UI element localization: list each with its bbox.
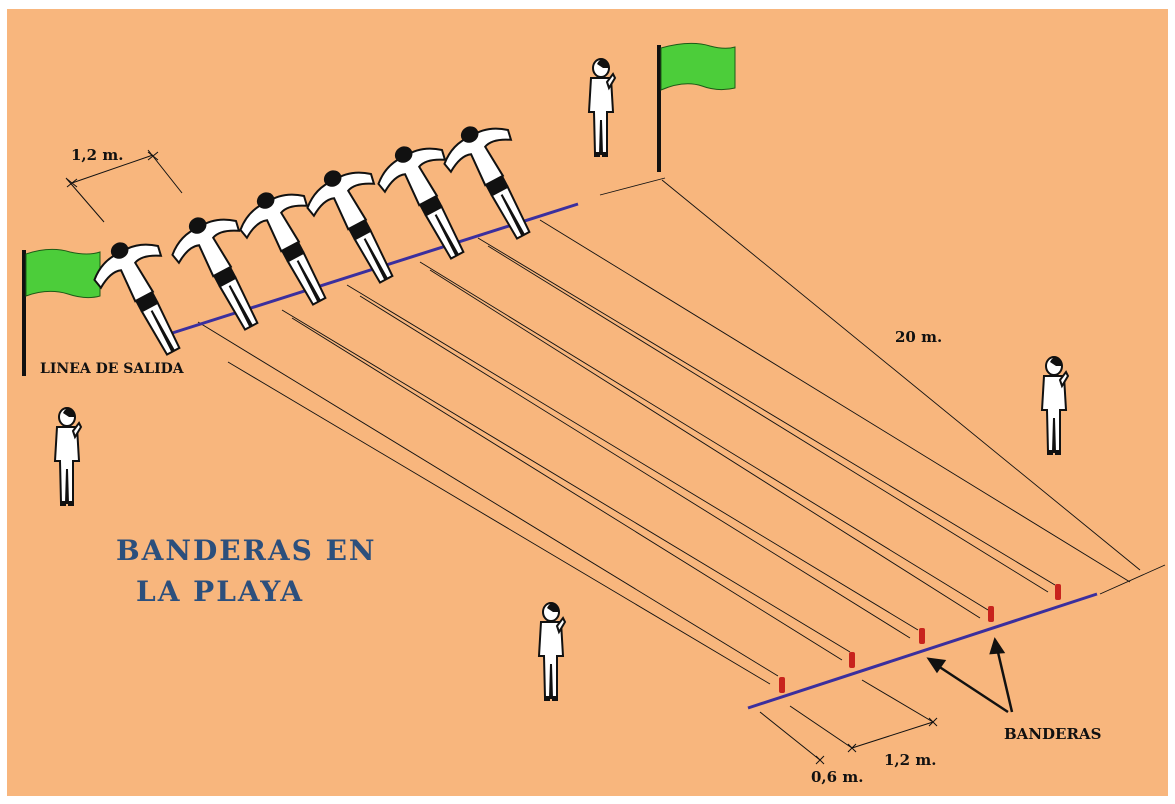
green-flag-icon bbox=[657, 42, 736, 172]
red-marker-icon bbox=[919, 628, 925, 644]
spacing-label-top: 1,2 m. bbox=[71, 146, 123, 164]
sand-background bbox=[7, 9, 1168, 796]
running-lanes bbox=[197, 177, 1166, 685]
flag-line bbox=[747, 592, 1098, 710]
spacing-dimension-top bbox=[65, 149, 183, 223]
flags-label: BANDERAS bbox=[1004, 725, 1101, 743]
beach-flags bbox=[779, 584, 1061, 693]
distance-label: 20 m. bbox=[895, 328, 942, 346]
offset-label-bottom: 0,6 m. bbox=[811, 768, 863, 786]
title-line-1: BANDERAS EN bbox=[116, 534, 377, 567]
red-marker-icon bbox=[988, 606, 994, 622]
spacing-dimension-bottom bbox=[759, 679, 938, 765]
green-flag-icon bbox=[22, 248, 101, 376]
red-marker-icon bbox=[1055, 584, 1061, 600]
spacing-label-bottom: 1,2 m. bbox=[884, 751, 936, 769]
red-marker-icon bbox=[849, 652, 855, 668]
red-marker-icon bbox=[779, 677, 785, 693]
flags-arrows bbox=[926, 637, 1014, 714]
title-line-2: LA PLAYA bbox=[136, 575, 304, 608]
start-line-label: LINEA DE SALIDA bbox=[40, 361, 185, 377]
